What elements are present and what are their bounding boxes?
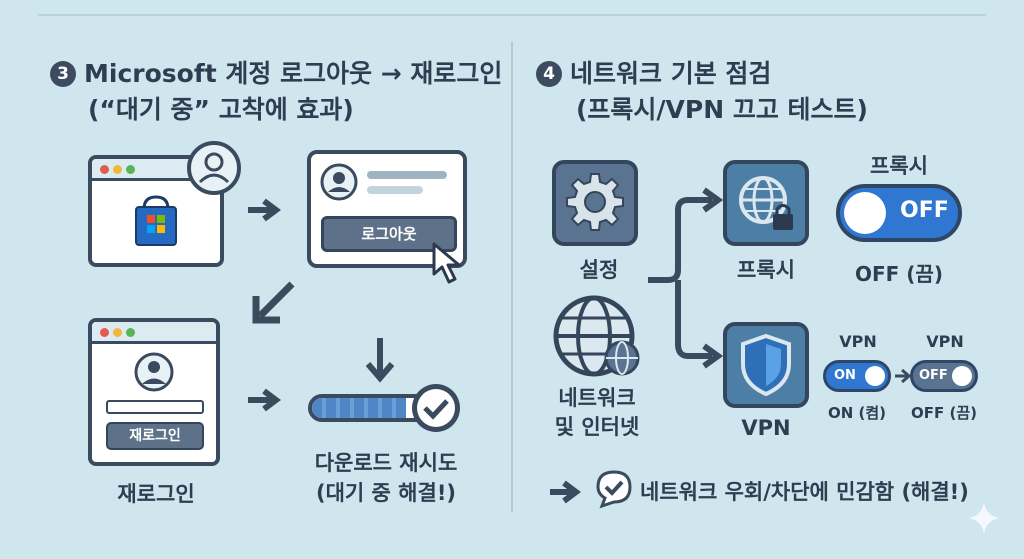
proxy-tile[interactable]	[723, 160, 809, 246]
password-field[interactable]	[106, 400, 204, 414]
section-divider	[511, 42, 513, 512]
vpn-on-toggle[interactable]: ON	[823, 360, 891, 392]
vpn-off-caption: OFF (끔)	[911, 404, 977, 422]
vpn-shield-icon	[741, 333, 791, 397]
user-avatar-icon	[187, 141, 241, 195]
proxy-toggle-caption: OFF (끔)	[855, 262, 943, 286]
relogin-caption: 재로그인	[117, 482, 195, 506]
proxy-globe-lock-icon	[739, 176, 793, 230]
download-caption-line1: 다운로드 재시도	[314, 451, 458, 475]
mouse-cursor-icon	[432, 242, 461, 284]
proxy-toggle-title: 프록시	[870, 154, 928, 178]
left-title: 3 Microsoft 계정 로그아웃 → 재로그인	[50, 56, 502, 92]
download-progress-fill	[312, 398, 406, 418]
network-label-line2: 및 인터넷	[554, 415, 640, 439]
step-number-3: 3	[50, 61, 76, 87]
sparkle-icon	[968, 502, 1000, 534]
chat-check-icon	[596, 470, 632, 509]
network-globe-icon	[553, 295, 640, 377]
vpn-off-state: OFF	[919, 368, 948, 383]
right-title-line1: 네트워크 기본 점검	[570, 59, 772, 88]
left-title-line2: (“대기 중” 고착에 효과)	[88, 95, 354, 124]
proxy-label: 프록시	[737, 258, 795, 282]
right-title-line2: (프록시/VPN 끄고 테스트)	[576, 95, 868, 124]
vpn-on-state: ON	[834, 368, 856, 383]
arrow-right-icon	[550, 480, 581, 504]
vpn-on-title: VPN	[839, 332, 877, 351]
account-card: 로그아웃	[307, 150, 467, 268]
relogin-button[interactable]: 재로그인	[106, 422, 204, 450]
footer-note: 네트워크 우회/차단에 민감함 (해결!)	[640, 480, 969, 504]
proxy-toggle-switch[interactable]: OFF	[836, 184, 962, 242]
step-number-4: 4	[536, 61, 562, 87]
window-titlebar	[92, 322, 216, 344]
settings-label: 설정	[579, 258, 619, 282]
network-label-line1: 네트워크	[558, 386, 636, 410]
vpn-off-title: VPN	[926, 332, 964, 351]
vpn-label: VPN	[741, 416, 791, 440]
account-avatar-icon	[320, 163, 447, 201]
arrow-right-icon	[248, 388, 281, 412]
vpn-tile[interactable]	[723, 322, 809, 408]
vpn-off-toggle[interactable]: OFF	[910, 360, 978, 392]
toggle-knob	[865, 366, 885, 386]
download-caption-line2: (대기 중 해결!)	[316, 481, 456, 505]
download-caption: 다운로드 재시도 (대기 중 해결!)	[298, 448, 474, 508]
arrow-right-small-icon	[895, 368, 912, 384]
settings-tile[interactable]	[552, 160, 638, 246]
relogin-button-label: 재로그인	[129, 428, 181, 444]
branch-connector-icon	[648, 187, 724, 369]
store-bag-icon	[135, 195, 177, 246]
vpn-on-caption: ON (켬)	[827, 404, 887, 422]
left-title-line1: Microsoft 계정 로그아웃 → 재로그인	[84, 59, 503, 88]
logout-button-label: 로그아웃	[361, 225, 417, 243]
arrow-right-icon	[248, 198, 281, 222]
download-arrow-icon	[365, 338, 395, 383]
proxy-toggle-state: OFF	[900, 198, 949, 223]
gear-icon	[566, 173, 624, 231]
toggle-knob	[952, 366, 972, 386]
login-avatar-icon	[134, 352, 174, 392]
top-rule	[38, 14, 986, 16]
right-title: 4 네트워크 기본 점검	[536, 56, 771, 92]
relogin-window: 재로그인	[88, 318, 220, 466]
checkmark-circle-icon	[412, 384, 460, 432]
arrow-down-left-icon	[252, 281, 295, 324]
network-label: 네트워크 및 인터넷	[540, 384, 654, 442]
toggle-knob	[844, 192, 886, 234]
